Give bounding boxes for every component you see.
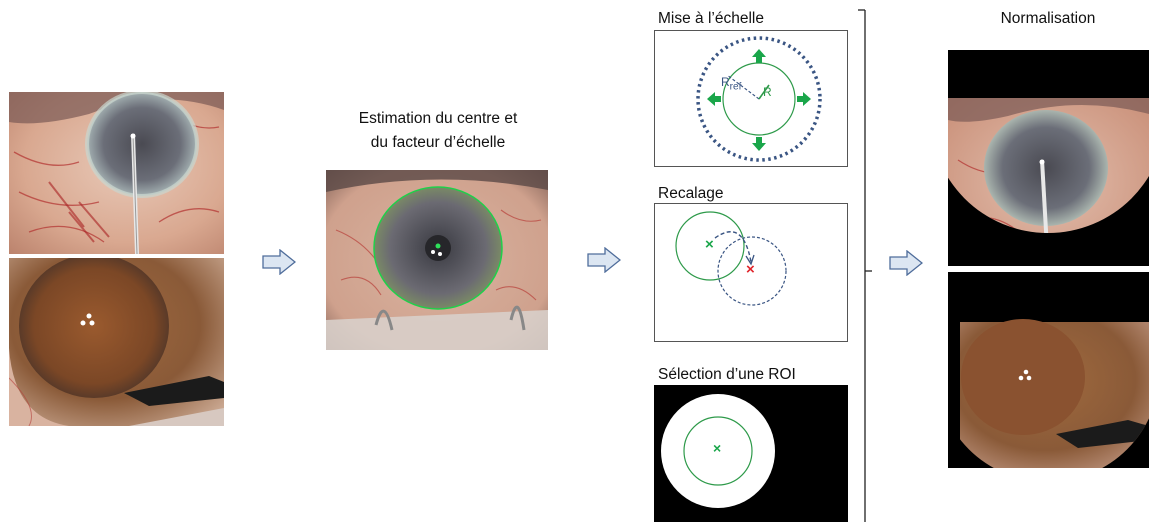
- estimation-eye-image: [326, 170, 548, 350]
- green-arrow-icon: [752, 49, 766, 63]
- flow-arrow-icon: [889, 250, 923, 276]
- mise-echelle-panel: Rref R: [654, 30, 848, 167]
- normalised-image-bottom: [948, 272, 1149, 468]
- roi-mask-panel: ×: [654, 385, 848, 522]
- mise-echelle-title: Mise à l’échelle: [658, 8, 764, 30]
- recalage-panel: × ×: [654, 203, 848, 342]
- cross-mark-icon: ×: [713, 440, 721, 456]
- flow-arrow-icon: [587, 247, 621, 273]
- flow-arrow-icon: [262, 249, 296, 275]
- r-ref-label: Rref: [721, 75, 741, 92]
- normalised-image-top: [948, 50, 1149, 266]
- estimation-title-line2: du facteur d’échelle: [318, 132, 558, 154]
- green-arrow-icon: [752, 137, 766, 151]
- green-arrow-icon: [707, 92, 721, 106]
- group-bracket: [855, 8, 875, 524]
- selection-roi-title: Sélection d’une ROI: [658, 364, 796, 386]
- input-eye-image-bottom: [9, 258, 224, 426]
- cross-mark-icon: ×: [705, 236, 714, 253]
- normalisation-title: Normalisation: [948, 8, 1148, 30]
- recalage-title: Recalage: [658, 183, 724, 205]
- estimation-title-line1: Estimation du centre et: [318, 108, 558, 130]
- green-arrow-icon: [797, 92, 811, 106]
- input-eye-image-top: [9, 92, 224, 254]
- r-label: R: [763, 85, 772, 99]
- cross-mark-icon: ×: [746, 261, 755, 278]
